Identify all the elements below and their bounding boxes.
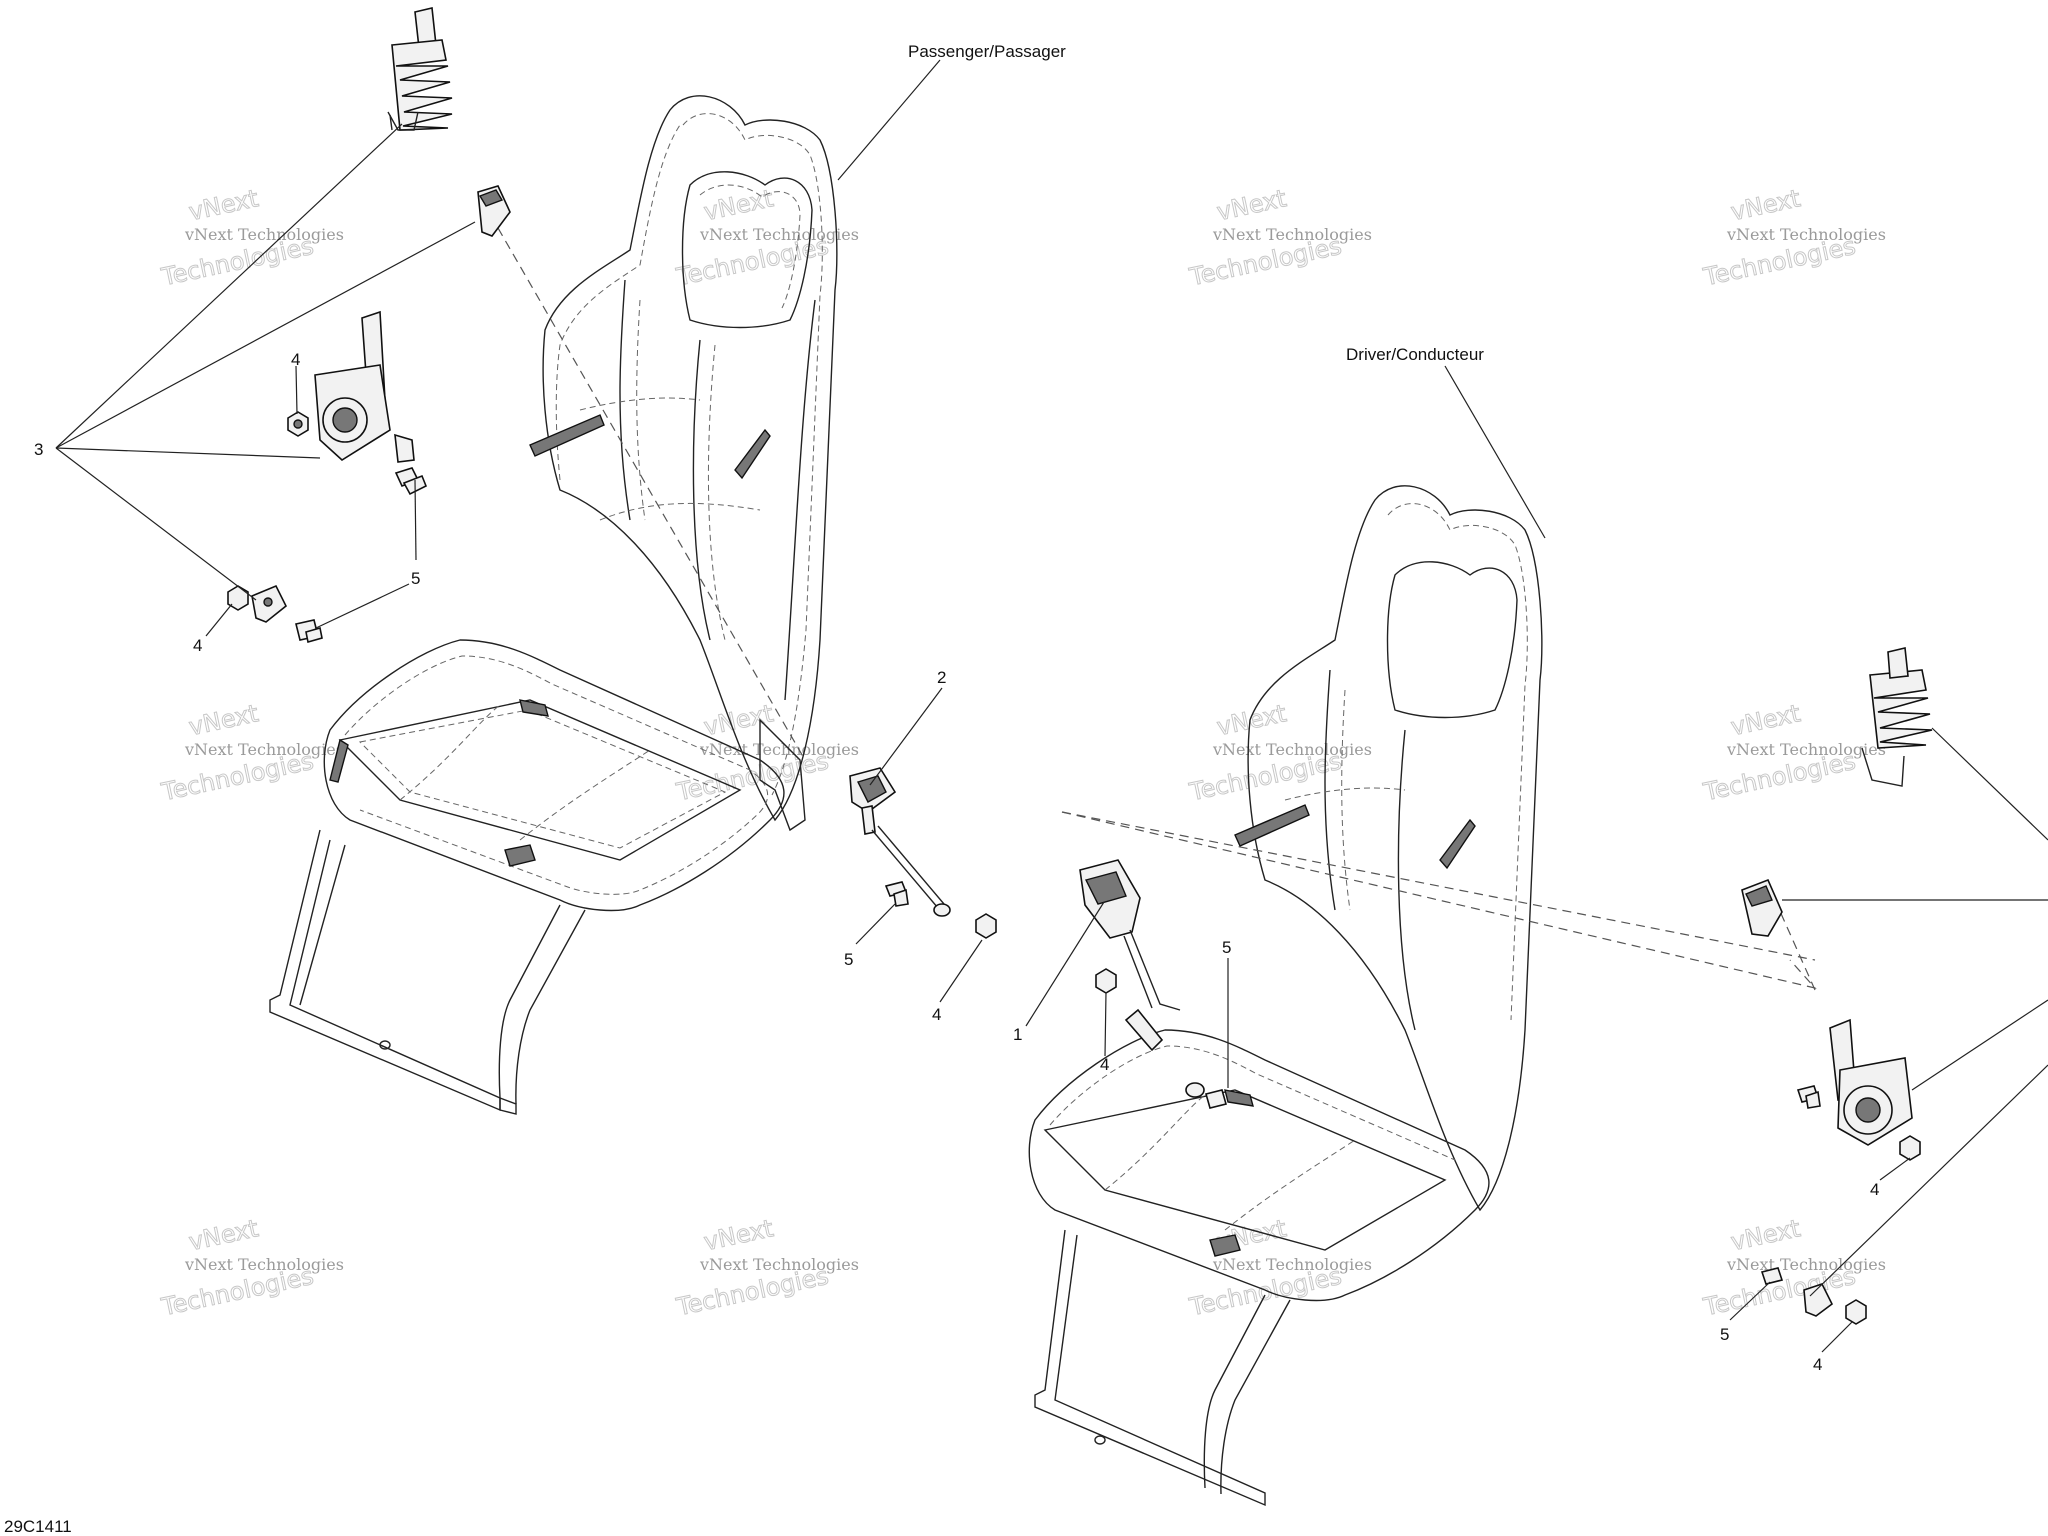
svg-text:vNext: vNext: [1214, 699, 1288, 741]
watermark: vNext vNext Technologies Technologies: [673, 1214, 859, 1322]
watermark: vNext vNext Technologies Technologies: [158, 1214, 344, 1322]
svg-text:vNext Technologies: vNext Technologies: [1726, 1255, 1886, 1274]
buckle-driver: [1079, 859, 1205, 1098]
watermark: vNext vNext Technologies Technologies: [1700, 184, 1886, 292]
nut-left-upper: [287, 411, 309, 437]
passenger-seat-frame: [269, 829, 501, 1112]
callout-4: 4: [1870, 1180, 1879, 1199]
belt-guide-clip-right: [1741, 878, 1783, 937]
watermark: vNext vNext Technologies Technologies: [1186, 184, 1372, 292]
callout-5: 5: [411, 569, 420, 588]
svg-text:vNext: vNext: [186, 184, 260, 226]
svg-text:vNext Technologies: vNext Technologies: [1212, 225, 1372, 244]
svg-text:vNext: vNext: [1214, 184, 1288, 226]
svg-text:vNext: vNext: [701, 699, 775, 741]
bolt-right-lower: [1760, 1267, 1784, 1285]
svg-text:vNext Technologies: vNext Technologies: [184, 225, 344, 244]
callout-4: 4: [1813, 1355, 1822, 1374]
callout-1: 1: [1013, 1025, 1022, 1044]
assembly-line: [1774, 899, 1816, 991]
nut-left-lower: [227, 585, 249, 611]
passenger-seat: [269, 95, 838, 1115]
bolt-left-upper: [394, 467, 428, 496]
bolt-buckle-passenger: [884, 881, 909, 907]
retractor-left: [314, 310, 415, 463]
svg-text:vNext: vNext: [701, 1214, 775, 1256]
leader-lines: [55, 59, 2048, 1353]
belt-guide-clip-left: [477, 185, 511, 237]
callout-4: 4: [1100, 1055, 1109, 1074]
watermark: vNext vNext Technologies Technologies: [158, 184, 344, 292]
nut-right-upper: [1899, 1135, 1921, 1161]
nut-buckle-driver: [1095, 968, 1117, 994]
assembly-line: [1061, 811, 1817, 990]
bolt-left-lower: [295, 619, 323, 644]
anchor-plate-left: [251, 584, 288, 623]
retractor-right: [1829, 1018, 1913, 1146]
svg-text:vNext Technologies: vNext Technologies: [699, 1255, 859, 1274]
callout-4: 4: [193, 636, 202, 655]
driver-seat-back: [1247, 485, 1543, 1212]
watermark: vNext vNext Technologies Technologies: [673, 184, 859, 292]
callout-4: 4: [291, 350, 300, 369]
callout-4: 4: [932, 1005, 941, 1024]
driver-seat: [1028, 485, 1543, 1507]
buckle-passenger: [849, 767, 951, 917]
watermark: vNext vNext Technologies Technologies: [673, 699, 859, 807]
svg-text:vNext Technologies: vNext Technologies: [1726, 225, 1886, 244]
svg-text:vNext: vNext: [1728, 699, 1802, 741]
passenger-seat-cushion: [323, 639, 785, 912]
anchor-plate-right: [1803, 1283, 1834, 1317]
callout-5: 5: [844, 950, 853, 969]
callout-3: 3: [34, 440, 43, 459]
svg-text:vNext Technologies: vNext Technologies: [1726, 740, 1886, 759]
watermark-group: vNext vNext Technologies Technologies vN…: [158, 184, 1886, 1322]
assembly-line: [497, 227, 806, 761]
callout-2: 2: [937, 668, 946, 687]
passenger-label: Passenger/Passager: [908, 42, 1066, 61]
driver-seat-frame: [1034, 1229, 1266, 1507]
svg-text:vNext Technologies: vNext Technologies: [184, 1255, 344, 1274]
svg-text:vNext Technologies: vNext Technologies: [699, 225, 859, 244]
passenger-seat-back: [542, 95, 838, 822]
bolt-buckle-driver: [1205, 1089, 1227, 1109]
svg-text:vNext: vNext: [186, 699, 260, 741]
driver-seat-cushion: [1028, 1029, 1490, 1302]
svg-text:vNext Technologies: vNext Technologies: [184, 740, 344, 759]
svg-text:vNext: vNext: [186, 1214, 260, 1256]
bolt-right-upper: [1796, 1085, 1821, 1109]
watermark: vNext vNext Technologies Technologies: [158, 699, 344, 807]
height-adjuster-right: [1861, 647, 1933, 787]
watermark: vNext vNext Technologies Technologies: [1186, 1214, 1372, 1322]
nut-buckle-passenger: [975, 913, 997, 939]
callout-5: 5: [1222, 938, 1231, 957]
figure-code: 29C1411: [4, 1517, 72, 1536]
svg-text:vNext: vNext: [1728, 184, 1802, 226]
svg-text:vNext Technologies: vNext Technologies: [1212, 740, 1372, 759]
watermark: vNext vNext Technologies Technologies: [1700, 699, 1886, 807]
assembly-line: [1061, 811, 1816, 961]
watermark: vNext vNext Technologies Technologies: [1186, 699, 1372, 807]
callout-5: 5: [1720, 1325, 1729, 1344]
nut-right-lower: [1845, 1299, 1867, 1325]
svg-text:vNext: vNext: [701, 184, 775, 226]
svg-text:vNext: vNext: [1728, 1214, 1802, 1256]
height-adjuster-left: [387, 7, 453, 131]
svg-text:vNext Technologies: vNext Technologies: [1212, 1255, 1372, 1274]
driver-label: Driver/Conducteur: [1346, 345, 1484, 364]
